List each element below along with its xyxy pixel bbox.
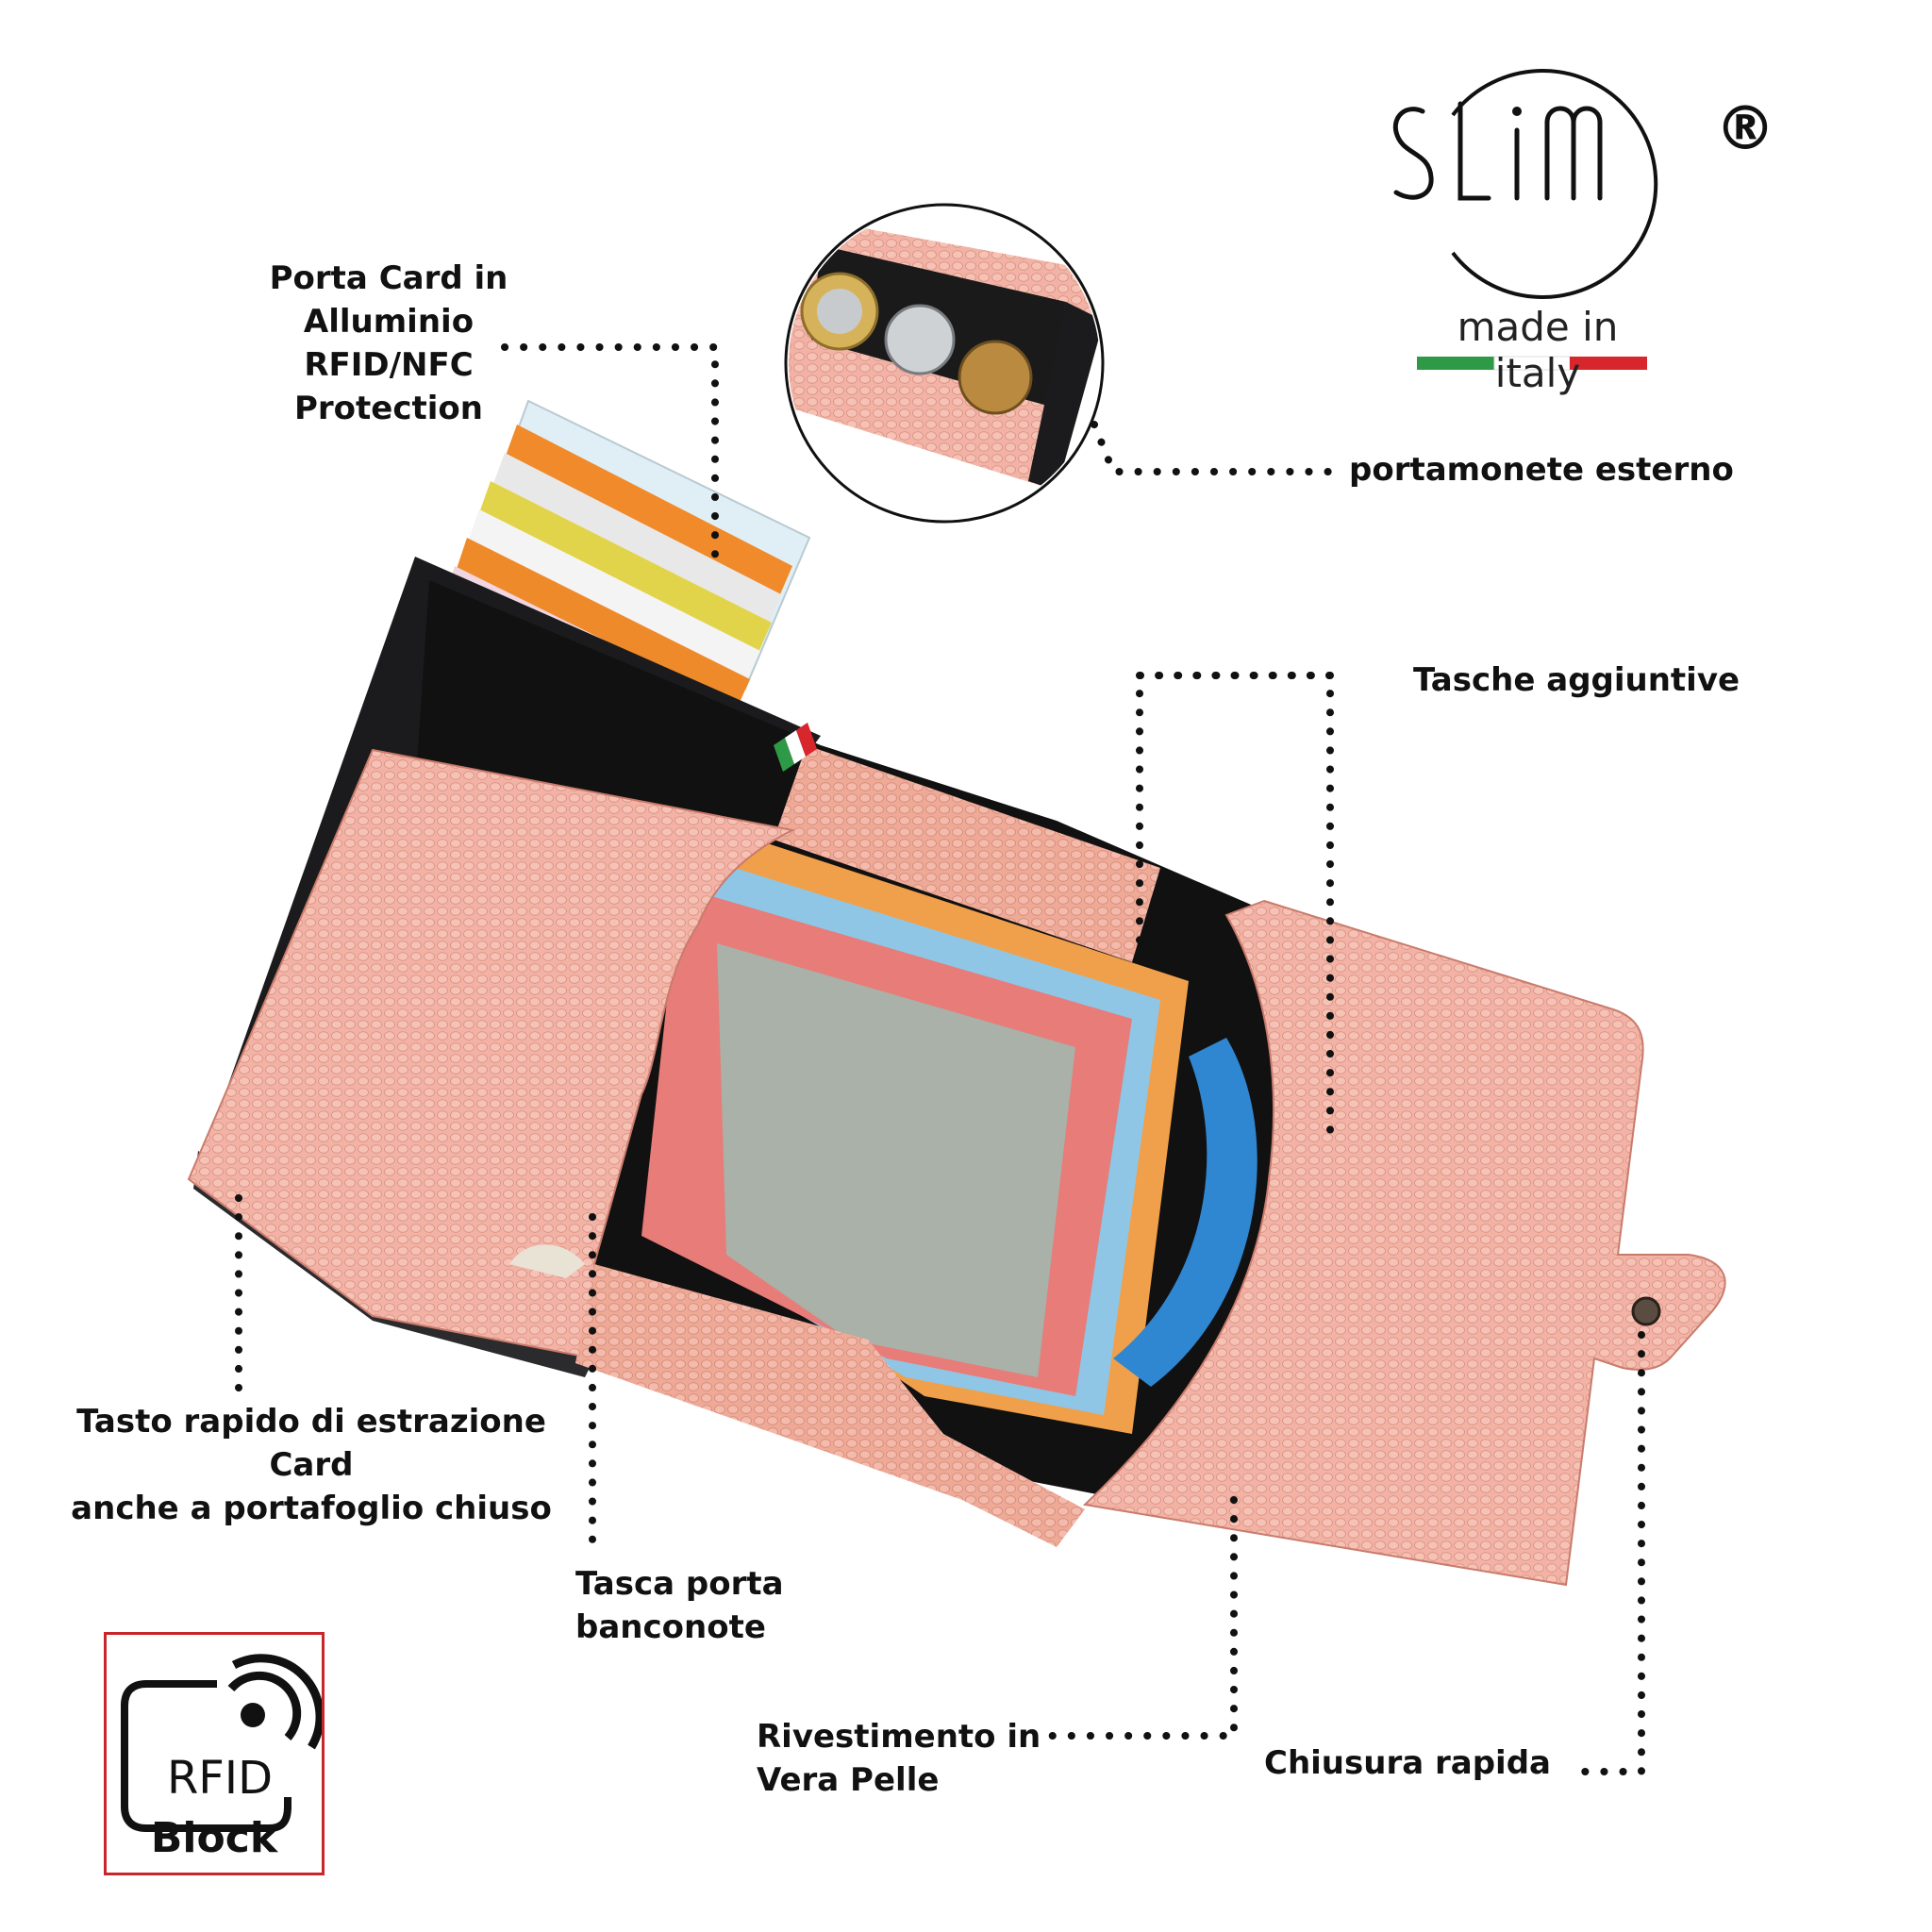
brand-registered-mark: ®: [1715, 94, 1775, 164]
logo-ring: [1451, 69, 1658, 299]
bottom-panel: [575, 1264, 1085, 1547]
right-flap: [1082, 899, 1726, 1587]
snap-button: [1631, 1296, 1661, 1326]
left-pocket: [187, 748, 796, 1360]
brand-tagline: made in italy: [1457, 304, 1619, 396]
label-banknote-pocket: Tasca porta banconote: [575, 1565, 784, 1646]
rfid-signal-icon: [121, 1654, 325, 1832]
leader-lines: [235, 343, 1645, 1775]
label-extra-pockets: Tasche aggiuntive: [1413, 661, 1740, 699]
rfid-badge-top: RFID: [166, 1752, 274, 1805]
flag-stripe-red: [1570, 357, 1647, 370]
blue-card: [1113, 1038, 1257, 1387]
logo-letters: [1392, 101, 1603, 201]
flag-stripe-green: [1417, 357, 1494, 370]
middle-strip: [774, 745, 1160, 962]
label-card-holder: Porta Card in Alluminio RFID/NFC Protect…: [269, 259, 508, 427]
label-leather: Rivestimento in Vera Pelle: [757, 1718, 1041, 1799]
rfid-block-badge: RFID Block: [104, 1632, 325, 1875]
rfid-badge-bottom: Block: [150, 1814, 278, 1862]
banknotes: [641, 821, 1189, 1434]
label-quick-close: Chiusura rapida: [1264, 1744, 1551, 1782]
label-coin-purse: portamonete esterno: [1349, 451, 1734, 489]
flag-tag: [774, 723, 817, 772]
label-quick-button: Tasto rapido di estrazione Card anche a …: [71, 1403, 552, 1527]
